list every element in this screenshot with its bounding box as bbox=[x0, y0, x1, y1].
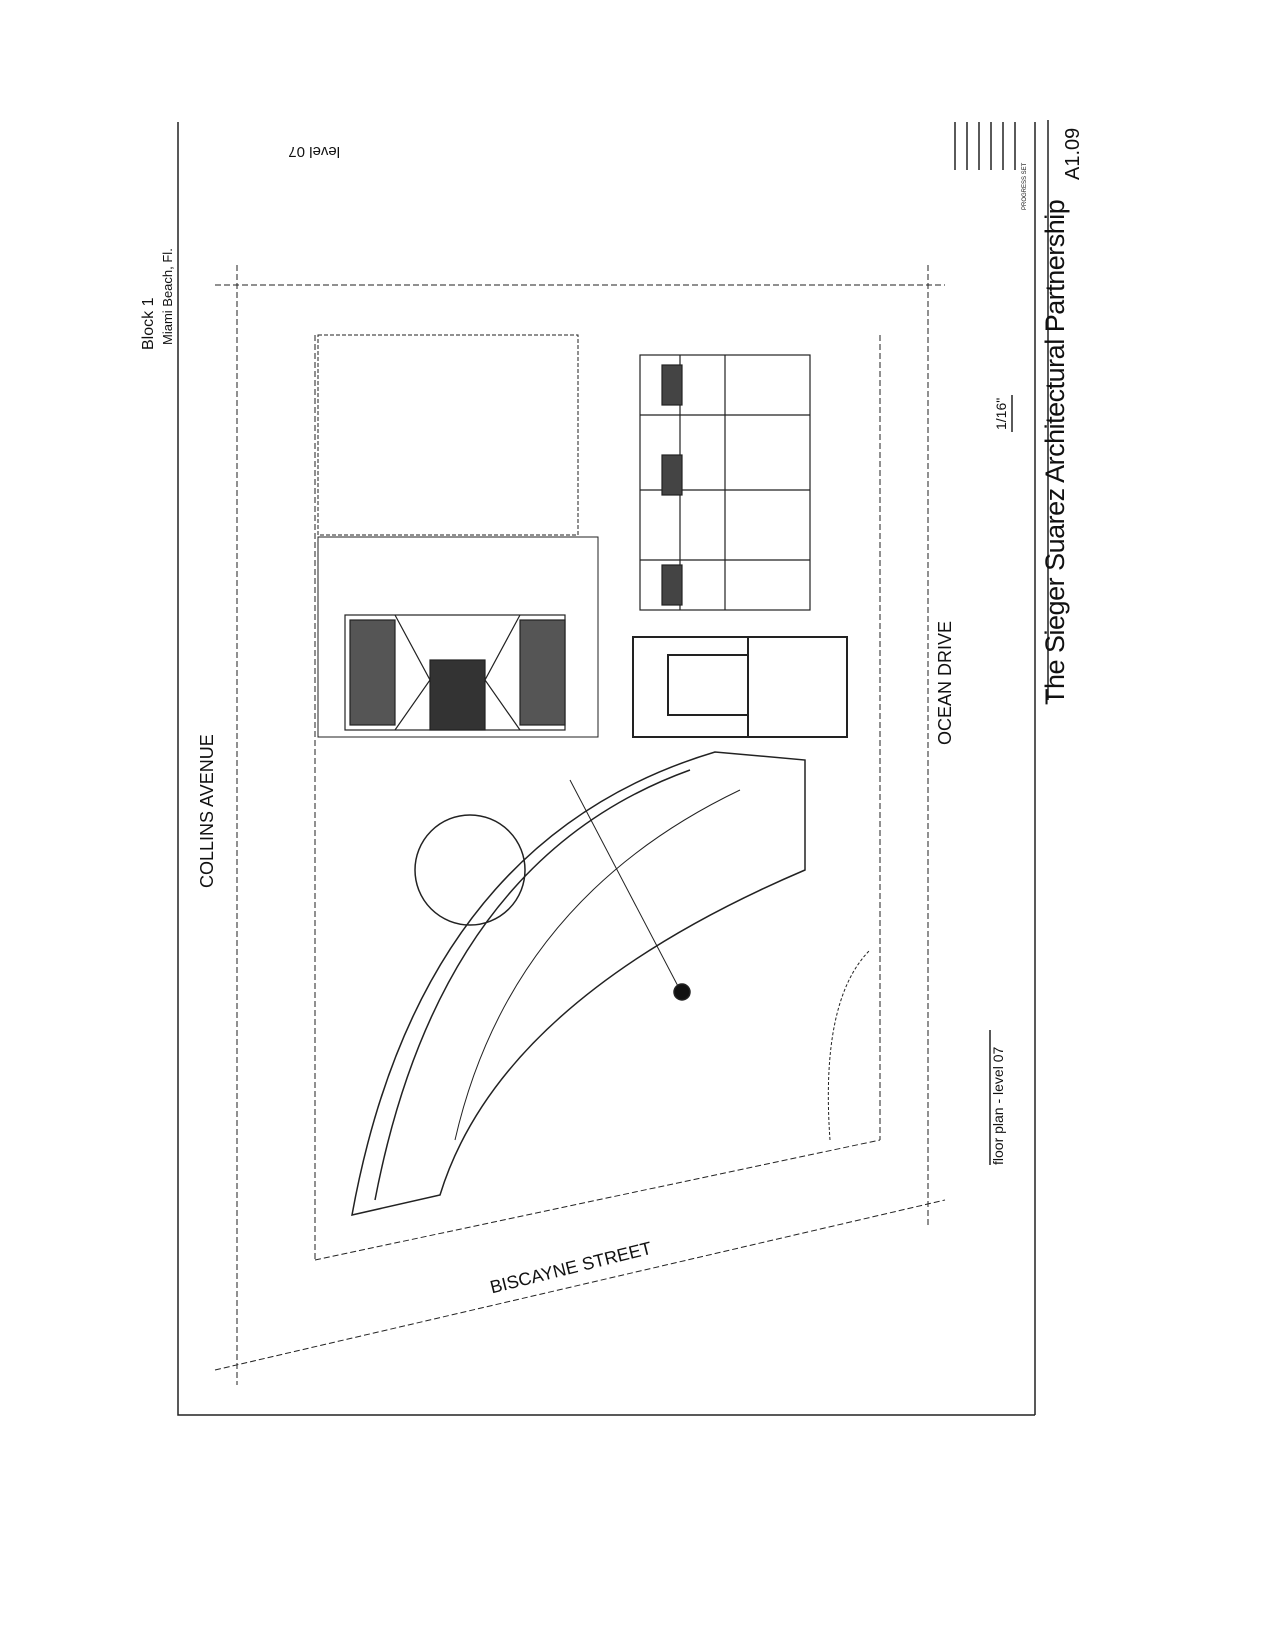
revision-lines bbox=[954, 122, 1016, 170]
level-label: level 07 bbox=[288, 143, 340, 160]
property-lines bbox=[214, 265, 946, 1385]
project-name: Block 1 bbox=[140, 297, 157, 350]
issue-label: PROGRESS SET bbox=[1022, 162, 1028, 210]
drawing-scale: 1/16" bbox=[993, 397, 1009, 430]
center-point bbox=[673, 983, 691, 1001]
street-ocean-drive: OCEAN DRIVE bbox=[935, 620, 955, 745]
curved-building bbox=[351, 751, 871, 1216]
site-box-a bbox=[317, 334, 579, 536]
lowrise-plan bbox=[639, 354, 811, 611]
garage-box bbox=[632, 636, 848, 738]
project-location: Miami Beach, Fl. bbox=[160, 248, 175, 345]
sheet-number: A1.09 bbox=[1062, 127, 1084, 180]
site-box-b bbox=[317, 536, 599, 738]
sheet-border bbox=[177, 122, 1036, 1416]
street-collins-avenue: COLLINS AVENUE bbox=[197, 734, 217, 888]
firm-name: The Sieger Suarez Architectural Partners… bbox=[1040, 199, 1070, 705]
tower-plan bbox=[344, 614, 566, 731]
drawing-title: floor plan - level 07 bbox=[990, 1046, 1006, 1165]
